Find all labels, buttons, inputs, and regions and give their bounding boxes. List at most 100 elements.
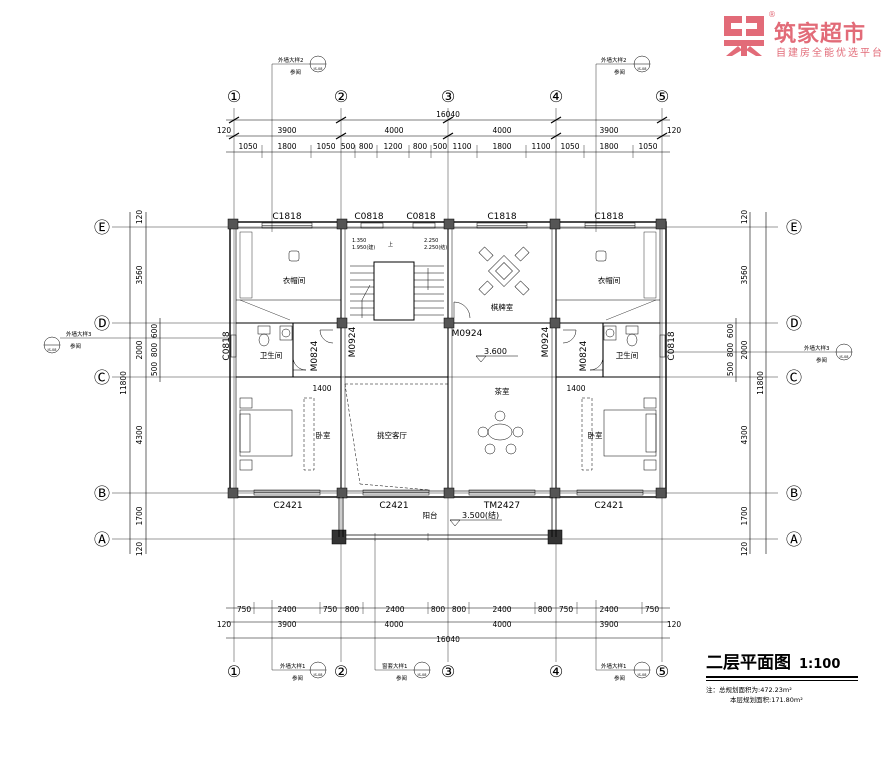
dim-top-detail-1: 1050 xyxy=(238,142,257,151)
windows-bottom xyxy=(253,489,644,496)
level-labels: 3.600 3.500(结) xyxy=(462,347,507,520)
code-top-1: JS-08 xyxy=(313,67,323,71)
callout-wall-top-2: 外墙大样2 xyxy=(601,56,627,64)
dim-bottom-detail-7: 800 xyxy=(452,605,467,614)
callout-ref-top-2: 参阅 xyxy=(614,68,625,76)
window-c2421-b: C2421 xyxy=(379,501,408,511)
dim-right-total: 11800 xyxy=(756,371,765,395)
dim-right-bay-3: 4300 xyxy=(740,425,749,444)
dim-bottom-detail-6: 800 xyxy=(431,605,446,614)
dim-top-detail-10: 1800 xyxy=(492,142,511,151)
dim-bottom-detail-12: 750 xyxy=(645,605,660,614)
window-c0818-a: C0818 xyxy=(354,212,383,222)
dim-bottom-detail-4: 800 xyxy=(345,605,360,614)
stair-level-4: 2.250(结) xyxy=(424,244,447,251)
level-markers xyxy=(449,355,518,527)
callout-circles xyxy=(43,55,853,679)
room-bath-left: 卫生间 xyxy=(260,350,283,360)
door-m0924-b: M0924 xyxy=(541,326,551,357)
stair-level-3: 2.250 xyxy=(424,238,438,244)
interior-walls xyxy=(236,228,660,491)
window-c0818-right: C0818 xyxy=(667,331,677,360)
callout-ref-bot-2: 参阅 xyxy=(614,674,625,682)
code-bot-2: JS-08 xyxy=(637,673,647,677)
stair-up: 上 xyxy=(388,241,393,248)
window-c1818-b: C1818 xyxy=(487,212,516,222)
dim-right-edge-bottom: 120 xyxy=(740,542,749,557)
window-c1818-a: C1818 xyxy=(272,212,301,222)
dim-top-detail-7: 800 xyxy=(413,142,428,151)
cloak-chairs xyxy=(288,250,607,262)
axis-col-1: ① xyxy=(227,87,241,106)
dim-bottom-detail-2: 2400 xyxy=(277,605,296,614)
dim-bottom-detail-11: 2400 xyxy=(599,605,618,614)
axis-row-e: Ⓔ xyxy=(94,218,110,237)
code-left: JS-08 xyxy=(47,348,57,352)
window-c0818-left: C0818 xyxy=(222,331,232,360)
logo-slogan: 自建房全能优选平台 xyxy=(776,48,884,59)
bed-right xyxy=(581,397,657,471)
room-bed-right: 卧室 xyxy=(588,430,603,440)
drawing-title-block: 二层平面图 1:100 注：总规划面积为:472.23m² 本层规划面积:171.… xyxy=(706,648,866,705)
axis-col-3: ③ xyxy=(441,87,455,106)
axis-col-4: ④ xyxy=(549,87,563,106)
callout-labels: 外墙大样2 参阅 外墙大样2 参阅 外墙大样1 参阅 外墙大样1 参阅 窗套大样… xyxy=(66,56,830,682)
axis-row-b: Ⓑ xyxy=(94,484,110,503)
window-c1818-c: C1818 xyxy=(594,212,623,222)
stair-notes: 1.350 1.950(建) 2.250 2.250(结) 上 xyxy=(352,238,447,251)
dim-left-detail-3: 500 xyxy=(150,362,159,377)
callout-wall3-right: 外墙大样3 xyxy=(804,344,830,352)
axis-row-e-right: Ⓔ xyxy=(786,218,802,237)
dim-top-bay-1: 3900 xyxy=(277,126,296,135)
dim-total-bottom: 16040 xyxy=(436,635,460,644)
axis-bubbles: ① ② ③ ④ ⑤ ① ② ③ ④ ⑤ Ⓔ Ⓓ Ⓒ Ⓑ Ⓐ Ⓔ Ⓓ Ⓒ Ⓑ Ⓐ xyxy=(94,87,802,681)
side-dimensions xyxy=(129,212,767,554)
door-m0824-b: M0824 xyxy=(579,340,589,371)
title-underline-thick xyxy=(706,676,858,678)
room-void: 挑空客厅 xyxy=(377,430,407,440)
axis-row-d: Ⓓ xyxy=(94,314,110,333)
dim-left-bay-2: 2000 xyxy=(135,340,144,359)
axis-row-d-right: Ⓓ xyxy=(786,314,802,333)
window-c2421-a: C2421 xyxy=(273,501,302,511)
dim-bottom-detail-8: 2400 xyxy=(492,605,511,614)
dim-edge-bottom-left: 120 xyxy=(217,620,232,629)
dim-bottom-detail-5: 2400 xyxy=(385,605,404,614)
dim-left-bay-1: 3560 xyxy=(135,265,144,284)
dim-left-bay-3: 4300 xyxy=(135,425,144,444)
structural-columns xyxy=(227,218,667,545)
callout-wall-top-1: 外墙大样2 xyxy=(278,56,304,64)
axis-col-5: ⑤ xyxy=(655,87,669,106)
dim-right-detail-3: 500 xyxy=(726,362,735,377)
dim-left-edge-top: 120 xyxy=(135,210,144,225)
bathroom-fixtures xyxy=(257,325,639,347)
title-underline-thin xyxy=(706,680,858,681)
dim-top-bay-3: 4000 xyxy=(492,126,511,135)
dim-right-bay-1: 3560 xyxy=(740,265,749,284)
axis-lines xyxy=(112,108,778,662)
dim-right-bay-4: 1700 xyxy=(740,506,749,525)
callout-ref-top-1: 参阅 xyxy=(290,68,301,76)
drawing-title-text: 二层平面图 xyxy=(706,653,791,673)
door-tm2427: TM2427 xyxy=(483,501,520,511)
dim-top-bay-4: 3900 xyxy=(599,126,618,135)
dim-bottom-detail-1: 750 xyxy=(237,605,252,614)
area-note: 注：总规划面积为:472.23m² 本层规划面积:171.80m² xyxy=(706,685,866,705)
side-dimension-text: 120 3560 2000 4300 1700 120 11800 600 80… xyxy=(119,210,765,557)
dim-bottom-detail-10: 750 xyxy=(559,605,574,614)
callout-leaders xyxy=(60,63,836,671)
dim-right-detail-1: 600 xyxy=(726,324,735,339)
door-m0924-c: M0924 xyxy=(452,329,483,339)
dim-edge-top-left: 120 xyxy=(217,126,232,135)
dim-top-detail-14: 1050 xyxy=(638,142,657,151)
drawing-scale: 1:100 xyxy=(799,657,841,672)
level-floor: 3.600 xyxy=(484,347,507,356)
dim-bottom-bay-3: 4000 xyxy=(492,620,511,629)
room-bed-left: 卧室 xyxy=(316,430,331,440)
axis-row-c: Ⓒ xyxy=(94,368,110,387)
axis-col-3-bottom: ③ xyxy=(441,662,455,681)
dim-bottom-bay-1: 3900 xyxy=(277,620,296,629)
opening-labels: C1818 C0818 C0818 C1818 C1818 C2421 C242… xyxy=(222,212,677,511)
windows-top xyxy=(230,222,666,358)
dim-1400-right: 1400 xyxy=(566,384,585,393)
